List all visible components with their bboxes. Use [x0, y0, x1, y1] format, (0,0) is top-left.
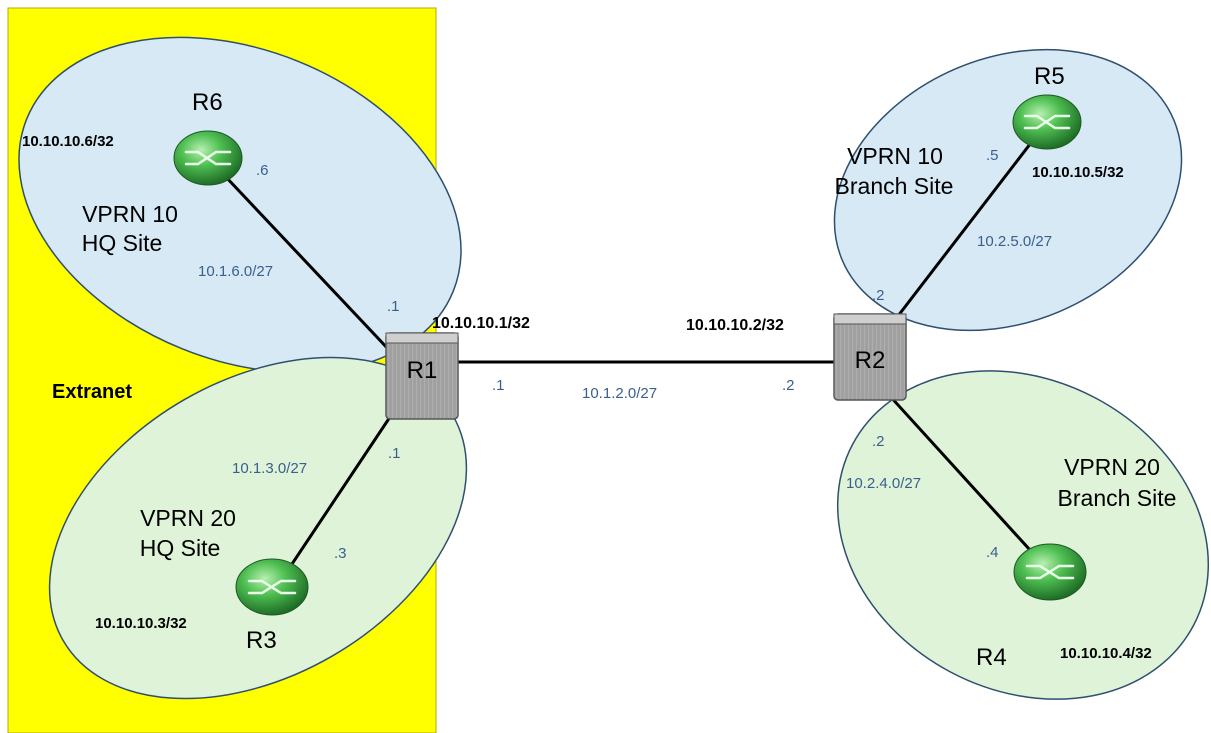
r3-loopback: 10.10.10.3/32: [95, 615, 187, 632]
vprn20-branch-label-line2: Branch Site: [1058, 485, 1177, 511]
vprn10-hq-ellipse: [18, 36, 462, 374]
subnet-r1-r6: 10.1.6.0/27: [198, 263, 273, 280]
vprn20-branch-label-line1: VPRN 20: [1064, 454, 1160, 480]
router-r3[interactable]: [235, 558, 309, 616]
router-r1-label: R1: [407, 357, 438, 384]
router-r5[interactable]: [1012, 94, 1082, 150]
vprn20-branch-ellipse: [836, 370, 1210, 700]
if-r4-r2: .4: [986, 544, 999, 561]
r6-loopback: 10.10.10.6/32: [22, 133, 114, 150]
if-r6-r1: .6: [256, 162, 269, 179]
router-r3-label: R3: [246, 627, 277, 654]
r5-loopback: 10.10.10.5/32: [1032, 164, 1124, 181]
router-r2-label: R2: [855, 347, 886, 374]
subnet-r1-r2: 10.1.2.0/27: [582, 385, 657, 402]
link-r1-r3: [274, 389, 410, 589]
if-r2-r1: .2: [782, 377, 795, 394]
r2-loopback: 10.10.10.2/32: [686, 317, 784, 334]
if-r1-r2: .1: [492, 377, 505, 394]
router-icon: [1023, 114, 1071, 130]
router-r4-label: R4: [976, 644, 1007, 671]
subnet-r2-r5: 10.2.5.0/27: [977, 233, 1052, 250]
router-r5-label: R5: [1034, 63, 1065, 90]
r1-loopback: 10.10.10.1/32: [432, 315, 530, 332]
router-r4[interactable]: [1013, 543, 1087, 601]
router-icon: [247, 579, 297, 595]
vprn10-branch-label-line1: VPRN 10: [847, 143, 943, 169]
router-r2[interactable]: R2: [833, 313, 907, 401]
router-r6-label: R6: [192, 89, 223, 116]
if-r3-r1: .3: [334, 545, 347, 562]
router-icon: [184, 150, 232, 166]
vprn10-branch-label-line2: Branch Site: [835, 173, 954, 199]
router-r1[interactable]: R1: [385, 332, 459, 420]
link-r2-r4: [866, 370, 1052, 574]
if-r1-r3: .1: [388, 445, 401, 462]
vprn20-hq-label-line1: VPRN 20: [140, 505, 236, 531]
router-icon: [1025, 564, 1075, 580]
if-r1-r6: .1: [387, 298, 400, 315]
router-r6[interactable]: [173, 130, 243, 186]
subnet-r2-r4: 10.2.4.0/27: [846, 475, 921, 492]
r4-loopback: 10.10.10.4/32: [1060, 645, 1152, 662]
vprn10-hq-label-line1: VPRN 10: [82, 201, 178, 227]
if-r5-r2: .5: [986, 147, 999, 164]
if-r2-r4: .2: [872, 433, 885, 450]
vprn10-hq-label-line2: HQ Site: [82, 230, 163, 256]
subnet-r1-r3: 10.1.3.0/27: [232, 460, 307, 477]
link-r1-r6: [206, 156, 410, 372]
vprn10-branch-ellipse: [833, 48, 1183, 332]
vprn20-hq-label-line2: HQ Site: [140, 535, 221, 561]
if-r2-r5: .2: [872, 287, 885, 304]
extranet-label: Extranet: [52, 381, 132, 403]
